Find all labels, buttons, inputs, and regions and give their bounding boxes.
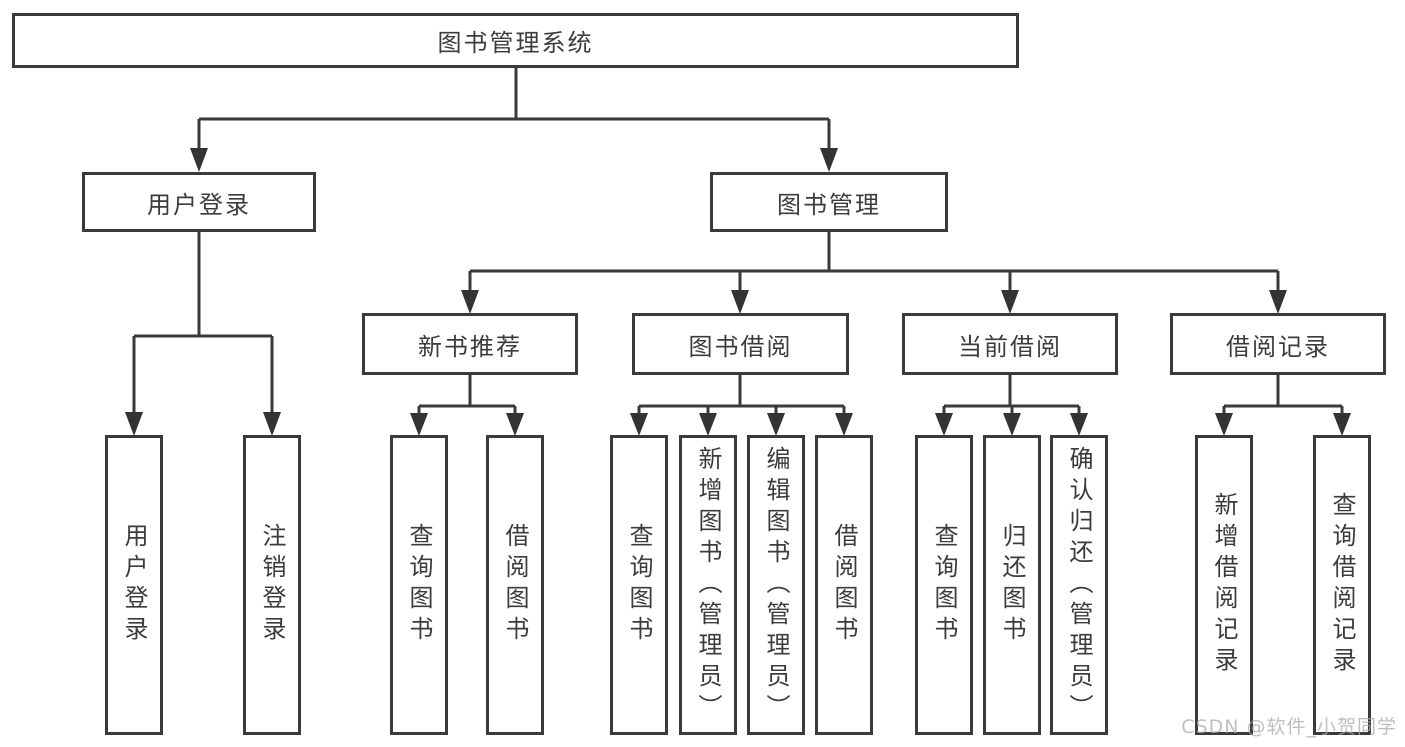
leaf-label: 借阅图书	[501, 523, 529, 647]
leaf-label: 确认归还（管理员）	[1065, 445, 1093, 725]
leaf-label: 编辑图书（管理员）	[762, 445, 790, 725]
leaf-query-borrow-record: 查询借阅记录	[1313, 435, 1371, 735]
leaf-logout: 注销登录	[243, 435, 301, 735]
arrowheads	[125, 148, 1351, 436]
leaf-borrow-books-newbook: 借阅图书	[486, 435, 544, 735]
leaf-label: 查询图书	[405, 523, 433, 647]
node-label: 图书管理	[777, 190, 881, 219]
leaf-label: 借阅图书	[830, 523, 858, 647]
leaf-return-books: 归还图书	[983, 435, 1041, 735]
node-label: 新书推荐	[418, 332, 522, 361]
leaf-edit-books-admin: 编辑图书（管理员）	[747, 435, 805, 735]
leaf-query-books-borrowing: 查询图书	[610, 435, 668, 735]
leaf-label: 用户登录	[120, 523, 148, 647]
leaf-label: 归还图书	[998, 523, 1026, 647]
node-root: 图书管理系统	[12, 13, 1019, 68]
node-new-book-recommend: 新书推荐	[362, 313, 578, 375]
leaf-label: 新增借阅记录	[1210, 492, 1238, 678]
leaf-add-books-admin: 新增图书（管理员）	[679, 435, 737, 735]
csdn-watermark: CSDN @软件_小贺同学	[1181, 716, 1397, 738]
leaf-label: 查询图书	[930, 523, 958, 647]
leaf-label: 查询借阅记录	[1328, 492, 1356, 678]
leaf-borrow-books-borrowing: 借阅图书	[815, 435, 873, 735]
node-current-borrowing: 当前借阅	[902, 313, 1118, 375]
leaf-confirm-return-admin: 确认归还（管理员）	[1050, 435, 1108, 735]
leaf-label: 注销登录	[258, 523, 286, 647]
node-label: 当前借阅	[958, 332, 1062, 361]
leaf-label: 新增图书（管理员）	[694, 445, 722, 725]
leaf-user-login: 用户登录	[105, 435, 163, 735]
node-root-label: 图书管理系统	[437, 29, 594, 57]
node-label: 用户登录	[147, 190, 251, 219]
node-book-management-branch: 图书管理	[710, 172, 948, 232]
leaf-query-books-current: 查询图书	[915, 435, 973, 735]
leaf-label: 查询图书	[625, 523, 653, 647]
leaf-query-books-newbook: 查询图书	[390, 435, 448, 735]
node-user-login-branch: 用户登录	[82, 172, 316, 232]
leaf-add-borrow-record: 新增借阅记录	[1195, 435, 1253, 735]
node-book-borrowing: 图书借阅	[632, 313, 849, 375]
node-label: 借阅记录	[1226, 332, 1330, 361]
node-borrowing-records: 借阅记录	[1170, 313, 1386, 375]
node-label: 图书借阅	[688, 332, 793, 361]
